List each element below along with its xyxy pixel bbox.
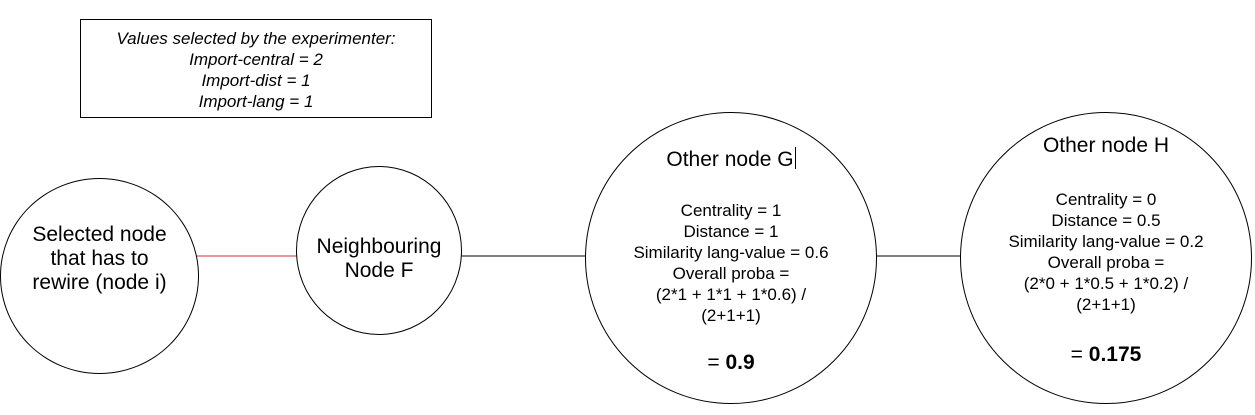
import-central-value: Import-central = 2: [189, 50, 323, 69]
node-h-title: Other node H: [1042, 134, 1170, 157]
import-lang-value: Import-lang = 1: [198, 92, 314, 111]
node-h-result: = 0.175: [961, 343, 1251, 367]
node-h-centrality: Centrality = 0: [1055, 190, 1157, 209]
node-g-formula-line1: (2*1 + 1*1 + 1*0.6) /: [655, 285, 807, 304]
node-i-label-line3: rewire (node i): [32, 271, 167, 294]
node-g-result-prefix: =: [707, 351, 726, 374]
node-g-result: = 0.9: [586, 351, 876, 375]
node-i-label-line2: that has to: [50, 247, 149, 270]
experimenter-values-title: Values selected by the experimenter:: [116, 29, 396, 48]
node-h-formula-line1: (2*0 + 1*0.5 + 1*0.2) /: [1023, 274, 1189, 293]
text-cursor-icon: [794, 147, 796, 169]
node-f-label-line1: Neighbouring: [316, 235, 442, 258]
node-h-result-prefix: =: [1070, 343, 1089, 366]
experimenter-values-box: Values selected by the experimenter: Imp…: [80, 19, 432, 118]
node-h-result-value: 0.175: [1088, 343, 1142, 366]
node-g-distance: Distance = 1: [683, 222, 779, 241]
node-g-centrality: Centrality = 1: [680, 201, 782, 220]
node-i: Selected node that has to rewire (node i…: [0, 178, 199, 374]
node-g-formula-line2: (2+1+1): [701, 306, 761, 325]
node-g: Other node G Centrality = 1 Distance = 1…: [585, 112, 877, 404]
import-dist-value: Import-dist = 1: [201, 71, 311, 90]
node-g-proba-label: Overall proba =: [672, 264, 790, 283]
node-g-result-value: 0.9: [725, 351, 755, 374]
node-h-distance: Distance = 0.5: [1051, 211, 1161, 230]
node-h-formula-line2: (2+1+1): [1076, 295, 1136, 314]
node-h: Other node H Centrality = 0 Distance = 0…: [960, 112, 1252, 404]
node-f-label-line2: Node F: [344, 259, 414, 282]
node-g-similarity: Similarity lang-value = 0.6: [633, 243, 829, 262]
node-h-proba-label: Overall proba =: [1047, 253, 1165, 272]
node-h-similarity: Similarity lang-value = 0.2: [1008, 232, 1204, 251]
node-f: Neighbouring Node F: [296, 166, 462, 335]
node-g-title: Other node G: [666, 148, 794, 171]
node-i-label-line1: Selected node: [32, 223, 167, 246]
